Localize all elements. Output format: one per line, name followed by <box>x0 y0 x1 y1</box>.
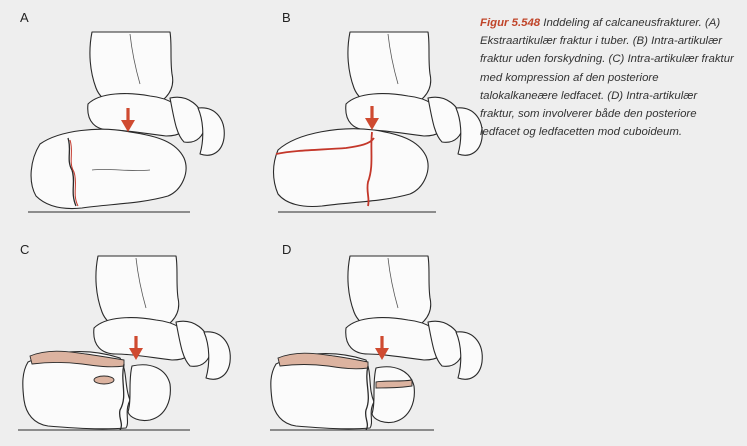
figure-caption: Figur 5.548 Inddeling af calcaneusfraktu… <box>480 14 735 141</box>
caption-text: Inddeling af calcaneusfrakturer. (A) Eks… <box>480 17 734 139</box>
panel-label-c: C <box>20 242 30 257</box>
figure-panel-c: C <box>0 232 240 446</box>
figure-panel-a: A <box>0 0 240 225</box>
foot-illustration-c <box>18 255 231 431</box>
panel-label-d: D <box>282 242 292 257</box>
panel-label-b: B <box>282 10 291 25</box>
foot-illustration-d <box>270 255 483 431</box>
panel-label-a: A <box>20 10 29 25</box>
figure-panel-b: B <box>250 0 483 225</box>
foot-illustration-b <box>272 31 483 213</box>
figure-number: Figur 5.548 <box>480 17 541 29</box>
foot-illustration-a <box>28 31 225 213</box>
figure-panel-d: D <box>250 232 483 446</box>
